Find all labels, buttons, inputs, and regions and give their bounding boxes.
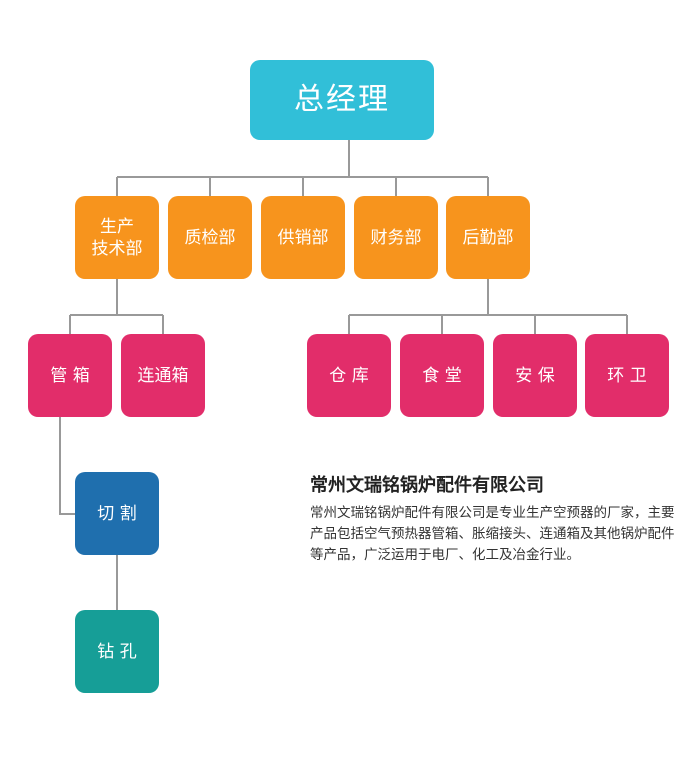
company-name: 常州文瑞铭锅炉配件有限公司	[310, 475, 544, 496]
process-drilling: 钻 孔	[75, 610, 159, 693]
dept-quality: 质检部	[168, 196, 252, 279]
unit-sanitation: 环 卫	[585, 334, 669, 417]
unit-canteen: 食 堂	[400, 334, 484, 417]
process-cutting: 切 割	[75, 472, 159, 555]
dept-logistics: 后勤部	[446, 196, 530, 279]
unit-tube-box: 管 箱	[28, 334, 112, 417]
ceo-box: 总经理	[250, 60, 434, 140]
connector-process-cut	[59, 417, 75, 515]
unit-security: 安 保	[493, 334, 577, 417]
company-description: 常州文瑞铭锅炉配件有限公司是专业生产空预器的厂家，主要产品包括空气预热器管箱、胀…	[310, 505, 675, 563]
dept-sales: 供销部	[261, 196, 345, 279]
unit-connecting-box: 连通箱	[121, 334, 205, 417]
dept-finance: 财务部	[354, 196, 438, 279]
company-info: 常州文瑞铭锅炉配件有限公司 常州文瑞铭锅炉配件有限公司是专业生产空预器的厂家，主…	[310, 471, 678, 566]
unit-warehouse: 仓 库	[307, 334, 391, 417]
dept-production-tech: 生产 技术部	[75, 196, 159, 279]
